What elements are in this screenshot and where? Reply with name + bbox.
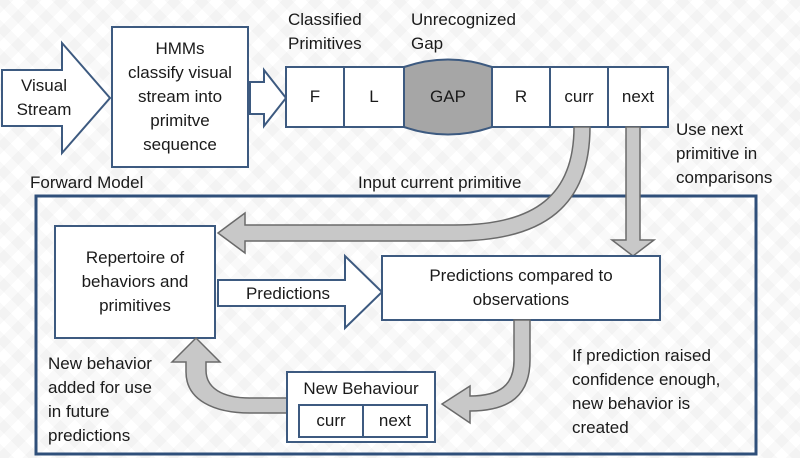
repertoire-box bbox=[54, 225, 216, 339]
repertoire-label: Repertoire of behaviors and primitives bbox=[81, 248, 189, 315]
input-current-arrow bbox=[216, 126, 591, 255]
new-behaviour-cell-next bbox=[362, 404, 428, 438]
sequence-label-next: next bbox=[621, 87, 655, 106]
classified-primitives-label: Classified Primitives bbox=[288, 10, 362, 53]
hmm-box bbox=[111, 26, 249, 168]
new-behaviour-to-repertoire-arrow bbox=[170, 336, 288, 414]
forward-model-frame bbox=[34, 194, 758, 456]
use-next-label: Use next primitive in comparisons bbox=[676, 120, 773, 187]
sequence-label-curr: curr bbox=[564, 87, 594, 106]
next-primitive-arrow bbox=[609, 126, 657, 257]
hmm-to-sequence-arrow bbox=[249, 67, 288, 129]
new-behaviour-cell-curr bbox=[298, 404, 364, 438]
sequence-cell-next bbox=[607, 66, 669, 128]
sequence-cell-r bbox=[491, 66, 551, 128]
new-behaviour-next-label: next bbox=[378, 411, 412, 430]
predictions-arrow-label: Predictions bbox=[245, 284, 331, 303]
predictions-arrow bbox=[217, 253, 384, 331]
visual-stream-arrow bbox=[1, 40, 112, 156]
input-current-label: Input current primitive bbox=[358, 173, 522, 192]
new-behavior-added-label: New behavior added for use in future pre… bbox=[48, 354, 152, 445]
sequence-label-gap: GAP bbox=[430, 87, 466, 106]
sequence-label-r: R bbox=[514, 87, 528, 106]
new-behaviour-title: New Behaviour bbox=[303, 379, 419, 398]
if-prediction-label: If prediction raised confidence enough, … bbox=[572, 346, 721, 437]
sequence-label-l: L bbox=[369, 87, 379, 106]
new-behaviour-curr-label: curr bbox=[316, 411, 346, 430]
sequence-label-f: F bbox=[309, 87, 321, 106]
unrecognized-gap-label: Unrecognized Gap bbox=[411, 10, 516, 53]
predictions-compared-label: Predictions compared to observations bbox=[429, 266, 613, 309]
hmm-label: HMMs classify visual stream into primitv… bbox=[128, 39, 232, 154]
predictions-compared-box bbox=[381, 255, 661, 321]
visual-stream-label: Visual Stream bbox=[16, 76, 72, 119]
forward-model-label: Forward Model bbox=[30, 173, 144, 192]
new-behaviour-feed-arrow bbox=[440, 319, 531, 425]
